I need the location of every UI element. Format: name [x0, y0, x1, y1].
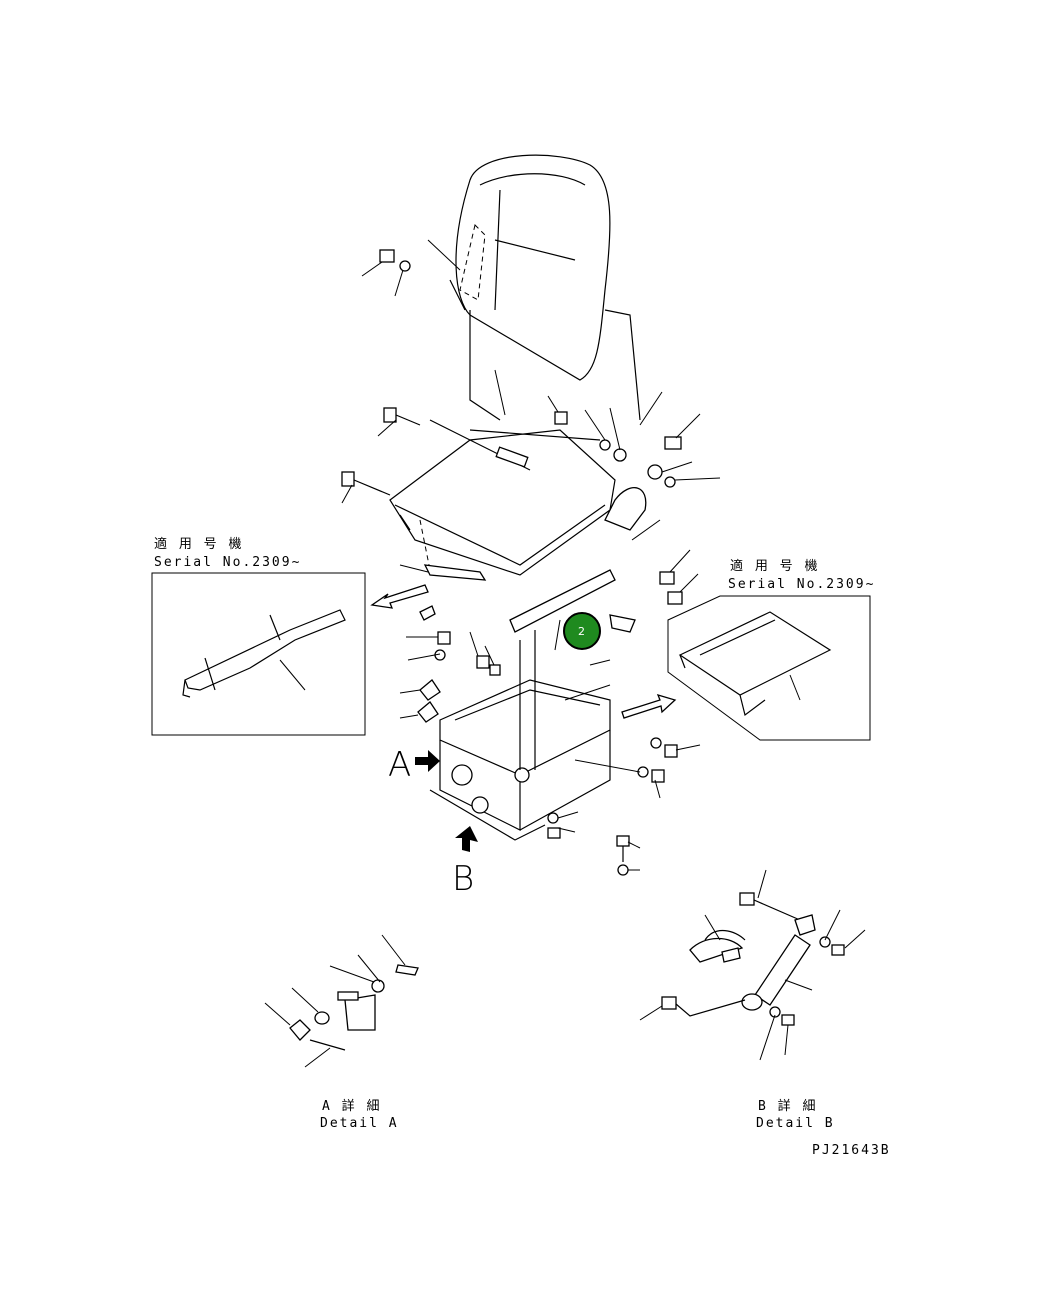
- left-inset-frame: [151, 572, 366, 736]
- detail-a-label-en: Detail A: [320, 1116, 399, 1131]
- left-inset: 適 用 号 機 Serial No.2309~: [151, 536, 366, 736]
- right-inset: 適 用 号 機 Serial No.2309~: [667, 558, 875, 741]
- drawing-code: PJ21643B: [812, 1143, 891, 1158]
- view-a-letter: A: [388, 745, 411, 785]
- seat-suspension-base: [429, 630, 611, 841]
- hardware: [341, 249, 683, 876]
- direction-arrows: [370, 584, 677, 852]
- seat-back: [449, 154, 641, 421]
- right-inset-title: 適 用 号 機: [730, 558, 819, 574]
- right-inset-serial: Serial No.2309~: [728, 577, 875, 592]
- left-inset-title: 適 用 号 機: [154, 536, 243, 552]
- view-b-arrow: [455, 826, 478, 852]
- detail-b-parts: [639, 869, 866, 1061]
- view-b-letter: B: [452, 859, 474, 899]
- leader-lines: [341, 239, 721, 871]
- callout-badge-circle[interactable]: [563, 612, 601, 650]
- detail-b-label-en: Detail B: [756, 1116, 835, 1131]
- view-a-arrow: [415, 750, 440, 772]
- seat-cushion: [389, 419, 616, 576]
- callout-badge-label[interactable]: 2: [578, 625, 585, 638]
- detail-b-label-jp: B 詳 細: [758, 1098, 817, 1114]
- callout-badge[interactable]: 2: [563, 612, 601, 650]
- right-inset-frame: [667, 595, 871, 741]
- detail-a-label-jp: A 詳 細: [322, 1098, 381, 1114]
- detail-a-parts: [264, 934, 419, 1068]
- left-inset-serial: Serial No.2309~: [154, 555, 301, 570]
- slide-rails: [423, 564, 636, 633]
